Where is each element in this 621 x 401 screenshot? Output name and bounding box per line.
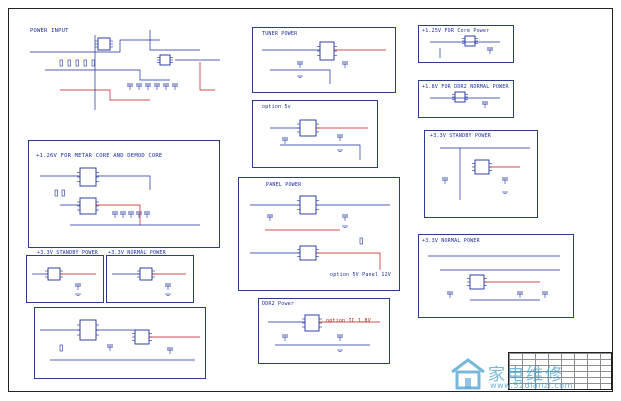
ic-chip	[299, 119, 317, 137]
resistor	[61, 189, 65, 197]
resistor	[67, 59, 71, 67]
ic-chip	[79, 167, 97, 187]
ic-chip	[319, 41, 335, 61]
title-block	[508, 352, 612, 390]
label-power-input: POWER INPUT	[30, 28, 69, 34]
watermark-url: www.52dianzi.com	[490, 381, 573, 390]
block-standby-33-right	[424, 130, 538, 218]
label-standby-33-right: +3.3V STANDBY POWER	[430, 133, 491, 139]
label-core-power: +1.25V FOR Core Power	[422, 28, 490, 34]
wire	[270, 69, 331, 84]
block-metar-core	[28, 140, 220, 248]
block-core-power	[418, 25, 514, 63]
block-tuner-power	[252, 27, 396, 93]
block-normal-33-left	[106, 255, 194, 303]
wire	[280, 144, 361, 160]
resistor	[59, 59, 63, 67]
wire	[149, 30, 200, 51]
ic-chip	[134, 329, 150, 345]
ic-chip	[464, 35, 476, 47]
watermark-cn: 家电维修	[488, 365, 564, 385]
ic-chip	[304, 314, 320, 332]
ic-chip	[469, 274, 485, 290]
house-logo-icon	[451, 358, 485, 390]
label-tuner-power: TUNER POWER	[262, 31, 298, 37]
ic-chip	[299, 195, 317, 215]
label-panel-power: PANEL POWER	[266, 182, 302, 188]
note-ddr2-option: option IC 1.8V	[326, 318, 371, 324]
resistor	[59, 344, 63, 352]
block-normal-33-right	[418, 234, 574, 318]
label-ddr2-power: DDR2 Power	[262, 301, 295, 307]
wire	[316, 252, 381, 270]
resistor	[75, 59, 79, 67]
note-panel-option: option 5V Panel 12V	[330, 272, 391, 278]
wire	[60, 89, 150, 101]
resistor	[359, 237, 363, 245]
wire	[199, 62, 215, 91]
block-panel-power	[238, 177, 400, 291]
ic-chip	[454, 91, 466, 103]
label-ddr2-normal: +1.8V FOR DDR2 NORMAL POWER	[422, 84, 509, 90]
drawing-frame	[8, 8, 613, 392]
label-normal-33-right: +3.3V NORMAL POWER	[422, 238, 480, 244]
wire	[96, 175, 151, 190]
ic-chip	[159, 54, 171, 66]
block-option-5v	[252, 100, 378, 168]
ic-chip	[79, 197, 97, 215]
ic-chip	[47, 267, 61, 281]
block-ddr2-power	[258, 298, 390, 364]
label-standby-33-left: +3.3V STANDBY POWER	[37, 250, 98, 256]
ic-chip	[97, 37, 111, 51]
wire	[45, 69, 170, 81]
ic-chip	[139, 267, 153, 281]
ic-chip	[79, 319, 97, 341]
label-option-5v: option 5v	[262, 104, 291, 110]
resistor	[54, 189, 58, 197]
block-standby-33-left	[26, 255, 104, 303]
resistor	[83, 59, 87, 67]
label-metar-core: +1.26V FOR METAR CORE AND DEMOD CORE	[36, 153, 163, 159]
wire	[96, 204, 141, 225]
ic-chip	[474, 159, 490, 175]
block-ddr2-normal	[418, 80, 514, 118]
label-normal-33-left: +3.3V NORMAL POWER	[108, 250, 166, 256]
wire	[30, 39, 160, 53]
resistor	[91, 59, 95, 67]
ic-chip	[299, 245, 317, 261]
block-lower-left	[34, 307, 206, 379]
